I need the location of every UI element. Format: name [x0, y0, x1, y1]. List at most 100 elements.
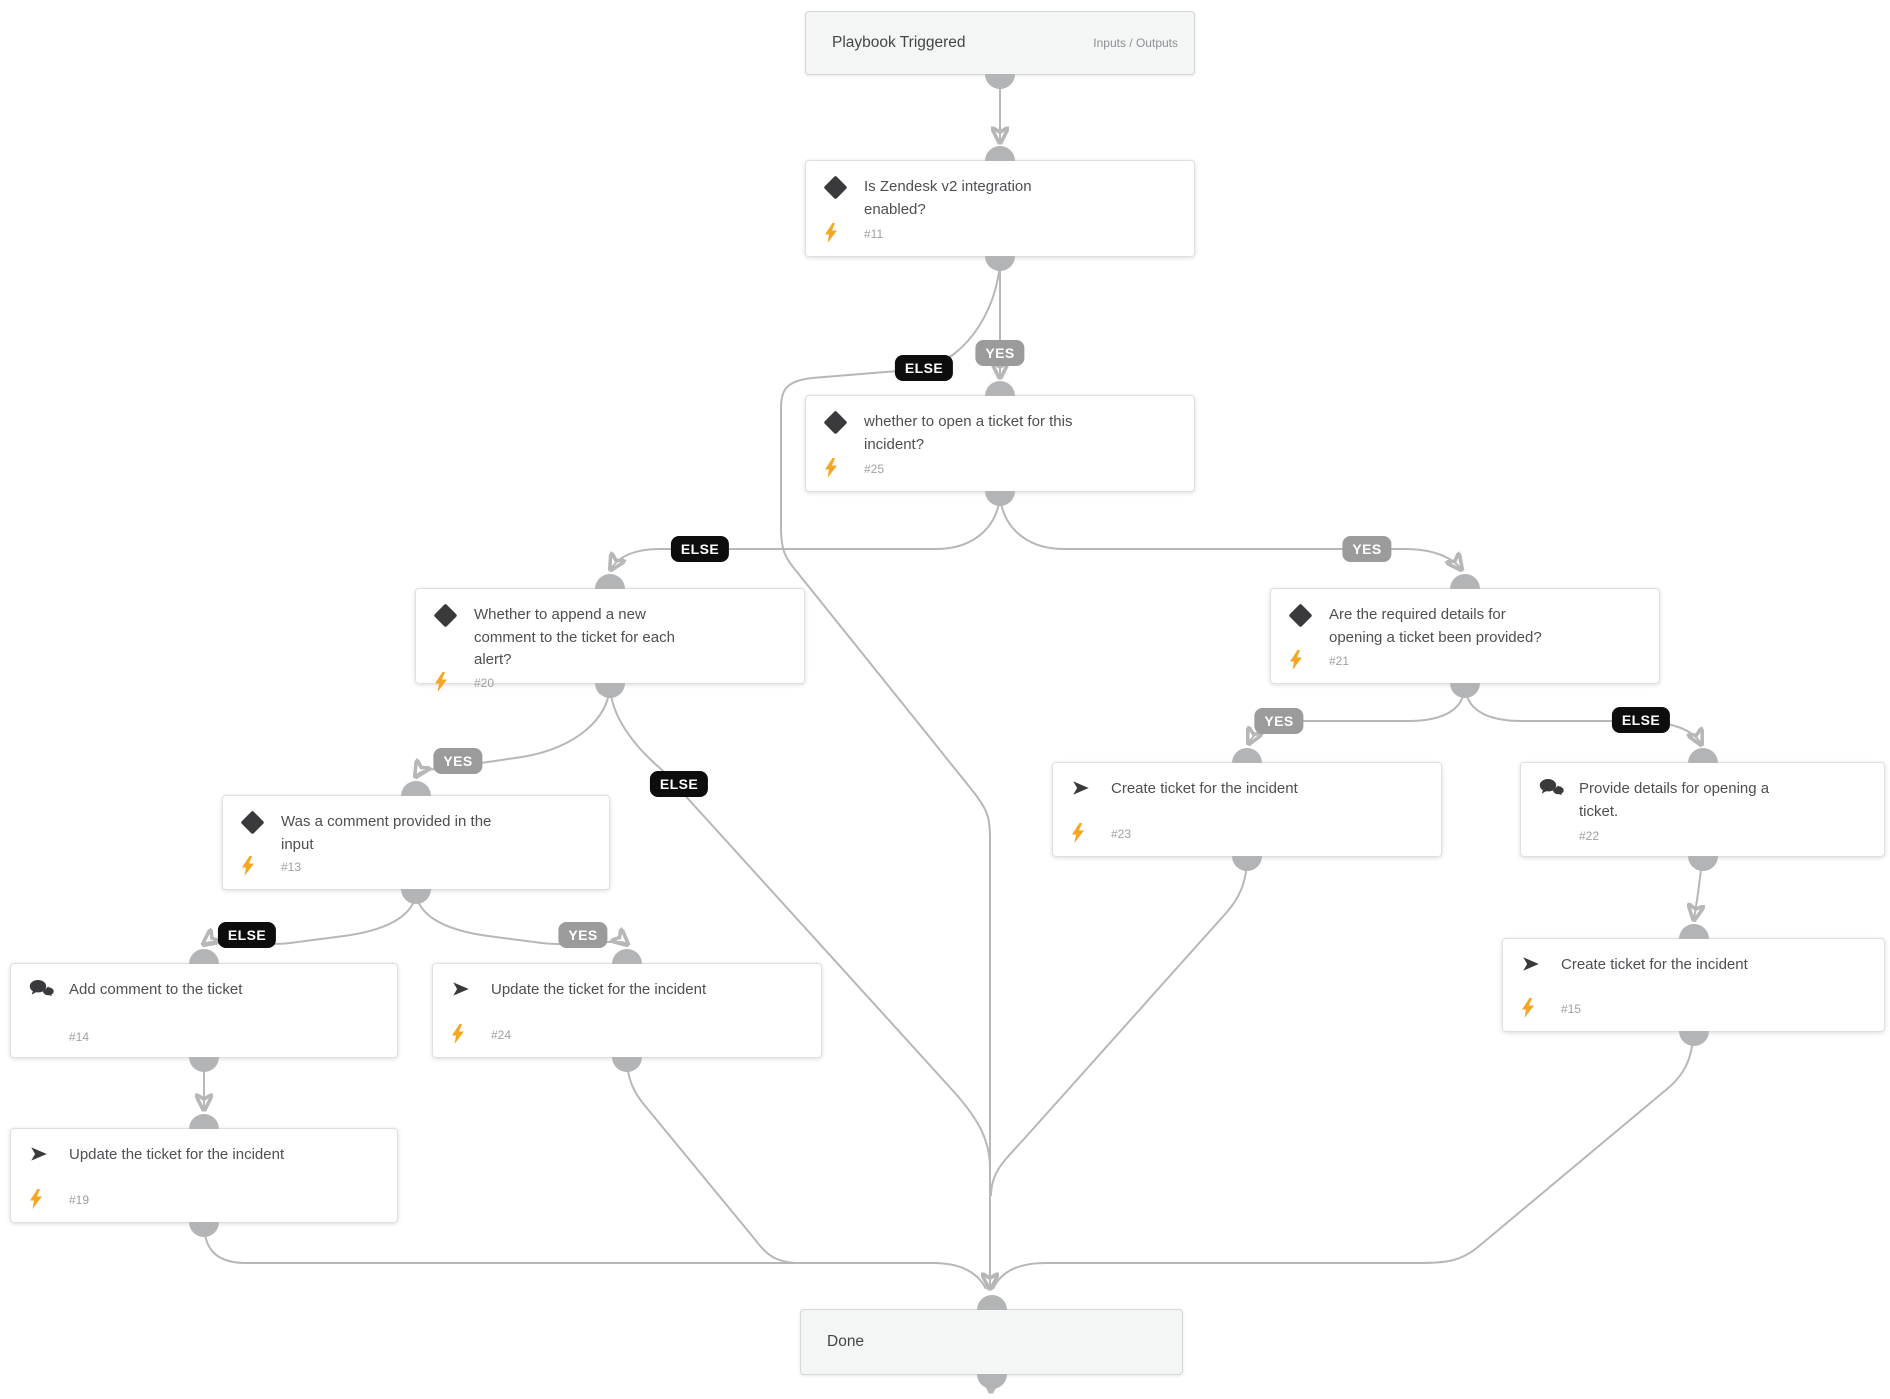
edge-21-else-to-22 — [1464, 683, 1701, 744]
node-13[interactable]: Was a comment provided in the input #13 — [222, 781, 610, 904]
yes-branch-badge: YES — [1254, 708, 1304, 734]
input-port[interactable] — [1678, 924, 1709, 939]
else-branch-badge: ELSE — [670, 536, 730, 562]
node-23[interactable]: Create ticket for the incident #23 — [1052, 748, 1442, 871]
node-14[interactable]: Add comment to the ticket #14 — [10, 949, 398, 1072]
output-port[interactable] — [612, 1057, 642, 1072]
node-number: #11 — [864, 227, 884, 241]
done-node-title: Done — [827, 1333, 865, 1350]
yes-branch-badge: YES — [1342, 536, 1392, 562]
else-branch-badge: ELSE — [894, 355, 954, 381]
decision-diamond-icon — [823, 175, 848, 200]
action-arrow-icon — [1073, 781, 1089, 795]
node-title: Create ticket for the incident — [1111, 780, 1298, 797]
bolt-icon — [1290, 650, 1302, 670]
edge-20-yes-to-13 — [416, 683, 611, 776]
edge-25-else-to-20 — [611, 491, 1001, 569]
output-port[interactable] — [189, 1057, 219, 1072]
decision-diamond-icon — [240, 810, 265, 835]
edge-15-to-merge — [992, 1031, 1694, 1290]
input-port[interactable] — [985, 146, 1015, 161]
yes-branch-badge: YES — [558, 922, 608, 948]
input-port[interactable] — [612, 949, 642, 964]
decision-diamond-icon — [433, 603, 458, 628]
node-title: whether to open a ticket for this incide… — [864, 413, 1073, 453]
input-port[interactable] — [985, 381, 1015, 396]
edge-25-yes-to-21 — [999, 491, 1461, 569]
edge-24-to-merge — [626, 1057, 801, 1264]
input-port[interactable] — [595, 574, 625, 589]
output-port[interactable] — [985, 491, 1015, 506]
action-arrow-icon — [453, 982, 469, 996]
node-20[interactable]: Whether to append a new comment to the t… — [415, 574, 805, 698]
else-branch-badge: ELSE — [649, 771, 709, 797]
node-number: #21 — [1329, 654, 1350, 668]
input-port[interactable] — [1687, 748, 1718, 763]
node-title: Are the required details for opening a t… — [1329, 606, 1542, 646]
input-port[interactable] — [189, 949, 219, 964]
bolt-icon — [825, 458, 837, 478]
action-arrow-icon — [1523, 957, 1539, 971]
node-number: #22 — [1579, 829, 1600, 843]
node-title: Create ticket for the incident — [1561, 956, 1748, 973]
output-port[interactable] — [189, 1222, 219, 1237]
yes-branch-badge: YES — [433, 748, 483, 774]
input-port[interactable] — [189, 1114, 219, 1129]
output-port[interactable] — [985, 256, 1015, 271]
node-title: Update the ticket for the incident — [491, 981, 707, 998]
chat-bubbles-icon — [29, 980, 55, 999]
node-22[interactable]: Provide details for opening a ticket. #2… — [1520, 748, 1885, 871]
edge-23-to-merge — [990, 856, 1248, 1197]
edge-19-to-done — [203, 1222, 987, 1290]
edge-11-else-to-done — [780, 256, 1001, 1288]
edge-20-else-to-merge — [609, 683, 991, 1169]
output-port[interactable] — [1687, 856, 1718, 871]
input-port[interactable] — [1232, 748, 1262, 763]
output-port[interactable] — [1232, 856, 1262, 871]
node-19[interactable]: Update the ticket for the incident #19 — [10, 1114, 398, 1237]
output-port[interactable] — [985, 74, 1015, 89]
decision-diamond-icon — [823, 410, 848, 435]
node-playbook-triggered[interactable]: Playbook Triggered Inputs / Outputs — [805, 11, 1195, 89]
node-title: Whether to append a new comment to the t… — [474, 606, 675, 668]
output-port[interactable] — [1678, 1031, 1709, 1046]
inputs-outputs-label[interactable]: Inputs / Outputs — [1093, 36, 1178, 50]
node-24[interactable]: Update the ticket for the incident #24 — [432, 949, 822, 1072]
node-title: Provide details for opening a ticket. — [1579, 780, 1770, 820]
node-number: #24 — [491, 1028, 512, 1042]
node-11[interactable]: Is Zendesk v2 integration enabled? #11 — [805, 146, 1195, 271]
bolt-icon — [1072, 823, 1084, 843]
node-number: #15 — [1561, 1002, 1582, 1016]
else-branch-badge: ELSE — [1611, 707, 1671, 733]
node-21[interactable]: Are the required details for opening a t… — [1270, 574, 1660, 698]
bolt-icon — [1522, 998, 1534, 1018]
yes-branch-badge: YES — [975, 340, 1025, 366]
node-done[interactable]: Done — [800, 1295, 1183, 1389]
bolt-icon — [30, 1189, 42, 1209]
node-title: Add comment to the ticket — [69, 981, 243, 998]
node-number: #14 — [69, 1030, 90, 1044]
decision-diamond-icon — [1288, 603, 1313, 628]
output-port[interactable] — [401, 889, 431, 904]
node-15[interactable]: Create ticket for the incident #15 — [1502, 924, 1885, 1046]
node-number: #23 — [1111, 827, 1132, 841]
bolt-icon — [452, 1024, 464, 1044]
bolt-icon — [435, 671, 447, 692]
bolt-icon — [825, 223, 837, 243]
node-25[interactable]: whether to open a ticket for this incide… — [805, 381, 1195, 506]
output-port[interactable] — [1450, 683, 1480, 698]
node-title: Was a comment provided in the input — [281, 813, 492, 853]
input-port[interactable] — [401, 781, 431, 796]
input-port[interactable] — [976, 1295, 1007, 1310]
chat-bubbles-icon — [1539, 779, 1565, 798]
output-port[interactable] — [595, 683, 625, 698]
bolt-icon — [242, 856, 254, 876]
node-number: #19 — [69, 1193, 90, 1207]
node-number: #25 — [864, 462, 885, 476]
node-title: Is Zendesk v2 integration enabled? — [864, 178, 1032, 218]
node-number: #13 — [281, 860, 302, 874]
else-branch-badge: ELSE — [217, 922, 277, 948]
input-port[interactable] — [1450, 574, 1480, 589]
node-number: #20 — [474, 675, 495, 690]
